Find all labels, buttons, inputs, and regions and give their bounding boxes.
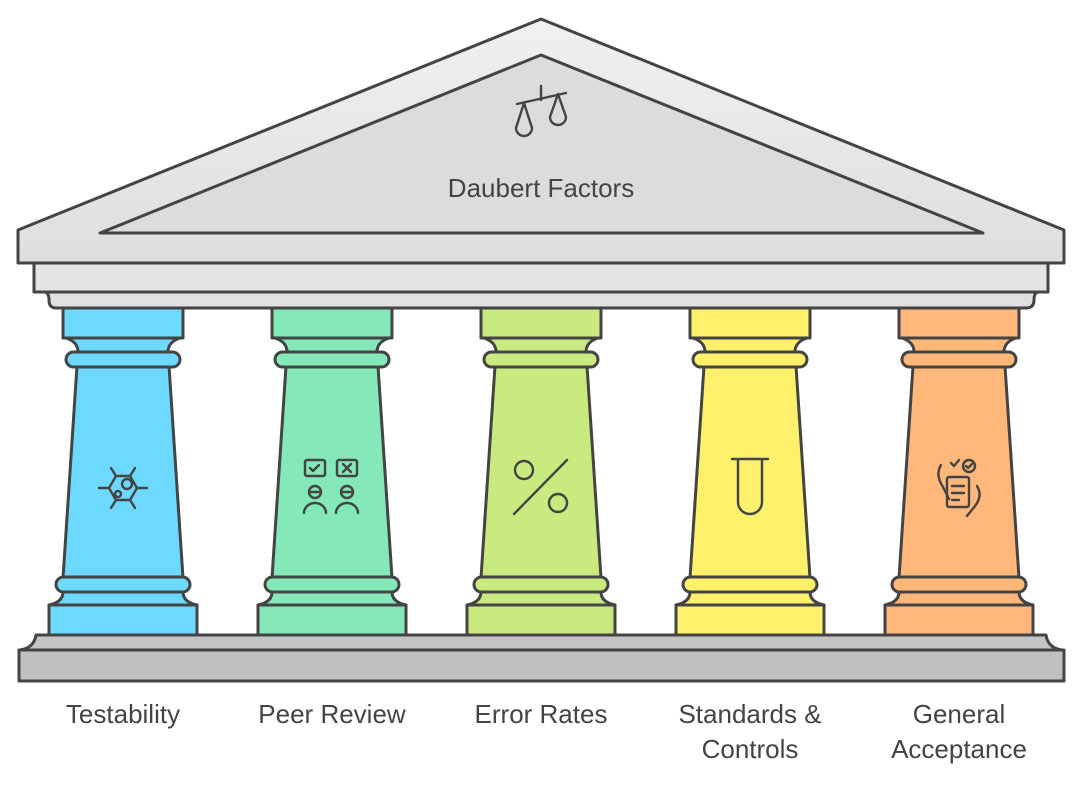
reviewers-approve-reject-icon-stroke	[308, 463, 321, 473]
pillar-neck	[273, 336, 391, 354]
hand-checklist-icon-stroke	[945, 475, 971, 509]
pillar-label: Testability	[66, 699, 180, 729]
pillar-lower-neck	[674, 590, 826, 607]
platform-slab	[17, 648, 1066, 683]
pillar-base	[883, 603, 1035, 637]
pillar-label: Peer Review	[258, 699, 406, 729]
pillar-label-line: Peer Review	[258, 699, 406, 729]
pillar-base	[47, 603, 199, 637]
hand-checklist-icon-stroke	[965, 484, 981, 518]
hand-checklist-icon-stroke	[964, 462, 974, 470]
pillar-bottom-ring	[681, 575, 819, 594]
hand-checklist-icon-stroke	[950, 484, 966, 502]
pillar-neck	[482, 336, 600, 354]
molecule-icon-stroke	[97, 466, 149, 510]
hand-checklist-icon	[937, 458, 981, 518]
pillar-base	[674, 603, 826, 637]
pillar-lower-neck	[883, 590, 1035, 607]
pillar-top-ring	[482, 350, 600, 369]
pillar-bottom-ring	[263, 575, 401, 594]
entablature	[32, 261, 1050, 294]
platform	[17, 633, 1066, 683]
pillar-capital	[479, 306, 603, 340]
pillar	[674, 306, 826, 637]
pillar-label: Standards & Controls	[678, 699, 821, 764]
reviewers-approve-reject-icon-stroke	[334, 501, 360, 515]
pillar-capital	[270, 306, 394, 340]
pillars	[47, 306, 1035, 637]
pillar-bottom-ring	[472, 575, 610, 594]
reviewers-approve-reject-icon-stroke	[302, 501, 328, 515]
pillar-bottom-ring	[54, 575, 192, 594]
pillar-shaft	[688, 364, 812, 580]
molecule-icon	[97, 466, 149, 510]
pillar-top-ring	[273, 350, 391, 369]
pillar-capital	[61, 306, 185, 340]
architrave	[42, 290, 1041, 310]
molecule-icon-stroke	[120, 477, 134, 491]
pillar-neck	[691, 336, 809, 354]
pillar-label-line: Standards &	[678, 699, 821, 729]
diagram-title: Daubert Factors	[448, 173, 634, 203]
test-tube-icon	[730, 457, 770, 516]
reviewers-approve-reject-icon-stroke	[341, 462, 353, 474]
roof: Daubert Factors	[16, 17, 1066, 310]
hand-checklist-icon-stroke	[949, 458, 961, 468]
pillar-neck	[64, 336, 182, 354]
pillar-top-ring	[691, 350, 809, 369]
pillar-shaft	[61, 364, 185, 580]
pillar-base	[256, 603, 408, 637]
pillar-label: Error Rates	[475, 699, 608, 729]
pillar-capital	[897, 306, 1021, 340]
hand-checklist-icon-stroke	[961, 458, 977, 474]
test-tube-icon-stroke	[730, 457, 770, 516]
pillar-top-ring	[64, 350, 182, 369]
pillar-labels: Testability Peer Review Error Rates Standar…	[66, 699, 1027, 764]
pillar-neck	[900, 336, 1018, 354]
percent-icon-stroke	[547, 492, 569, 514]
percent-icon-stroke	[513, 459, 535, 481]
pillar-lower-neck	[256, 590, 408, 607]
pillar	[256, 306, 408, 637]
reviewers-approve-reject-icon	[302, 458, 360, 515]
pillar-bottom-ring	[890, 575, 1028, 594]
pillar-shaft	[479, 364, 603, 580]
pillar-label-line: Controls	[702, 734, 799, 764]
pillar-base	[465, 603, 617, 637]
pillar-top-ring	[900, 350, 1018, 369]
reviewers-approve-reject-icon-stroke	[303, 458, 327, 478]
pillar-capital	[688, 306, 812, 340]
pillar-shaft	[897, 364, 1021, 580]
pillar-lower-neck	[465, 590, 617, 607]
reviewers-approve-reject-icon-stroke	[335, 458, 359, 478]
percent-icon-stroke	[512, 458, 569, 516]
percent-icon	[512, 458, 569, 516]
scales-of-justice-icon	[514, 84, 568, 138]
pillar-shaft	[270, 364, 394, 580]
pediment-inner	[98, 53, 985, 235]
pillar	[883, 306, 1035, 637]
pillar-label-line: Error Rates	[475, 699, 608, 729]
molecule-icon-stroke	[113, 489, 123, 499]
pillar-label-line: Testability	[66, 699, 180, 729]
pillar-label-line: General	[913, 699, 1006, 729]
platform-step	[18, 633, 1064, 652]
pillar	[47, 306, 199, 637]
pillar	[465, 306, 617, 637]
pillar-label-line: Acceptance	[891, 734, 1027, 764]
pillar-lower-neck	[47, 590, 199, 607]
hand-checklist-icon-stroke	[937, 463, 951, 501]
